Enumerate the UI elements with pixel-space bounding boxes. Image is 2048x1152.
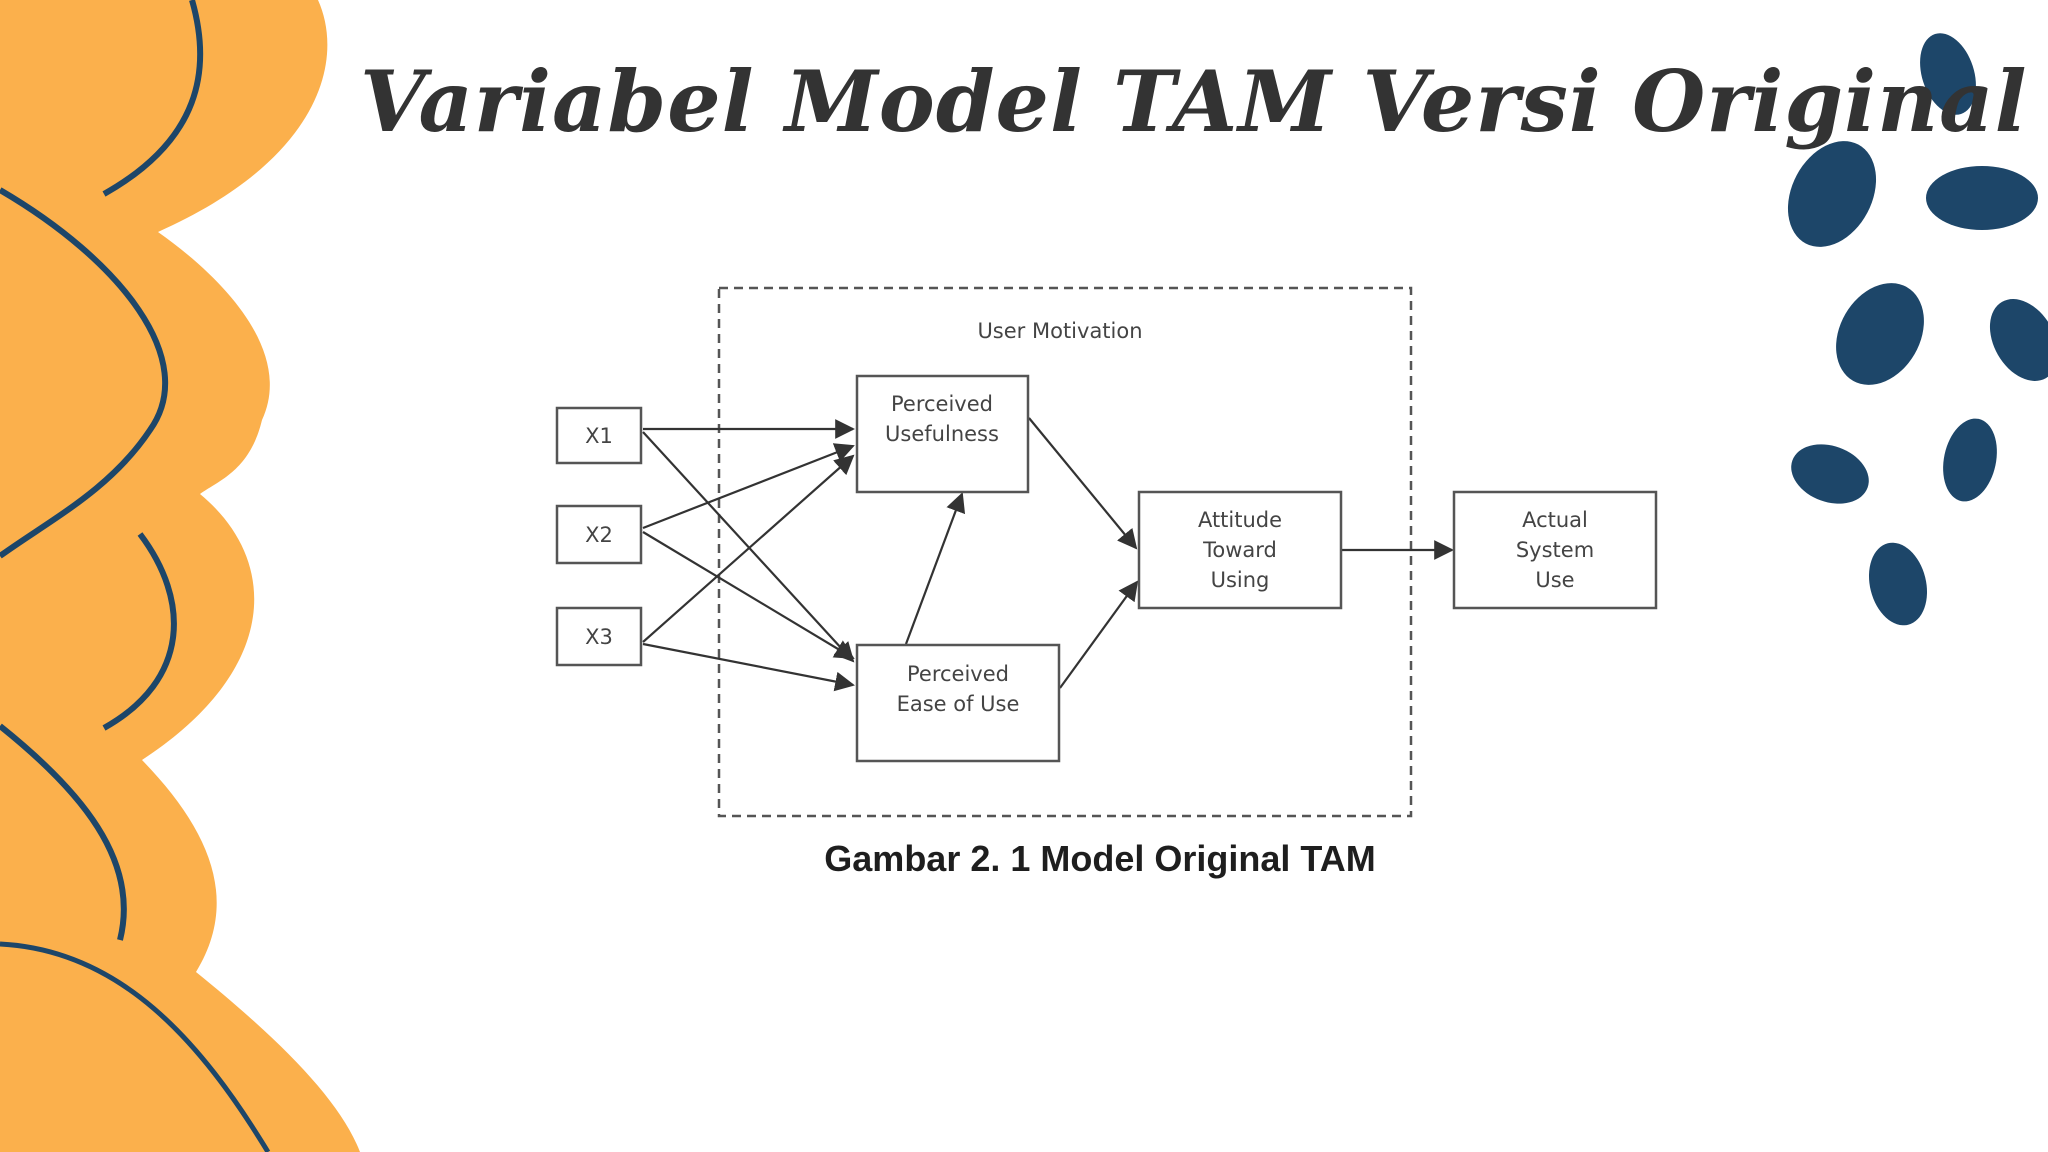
edge-x2-pu — [642, 443, 855, 530]
node-pu-label-line1: Perceived — [891, 392, 993, 416]
node-x3 — [555, 606, 643, 667]
navy-curve-1 — [102, 0, 204, 197]
navy-blob — [1943, 418, 1997, 502]
user-motivation-group — [717, 286, 1413, 818]
node-perceived-usefulness — [855, 374, 1030, 494]
navy-blob — [1989, 299, 2048, 381]
navy-blob — [1836, 283, 1924, 385]
node-x3-label: X3 — [585, 625, 613, 649]
node-asu-label-line3: Use — [1535, 568, 1574, 592]
left-wave-decoration — [0, 0, 360, 1152]
node-atu-label-line2: Toward — [1202, 538, 1277, 562]
node-pu-label-line2: Usefulness — [885, 422, 999, 446]
edge-peou-pu — [904, 492, 966, 645]
node-asu-label-line2: System — [1516, 538, 1594, 562]
edge-pu-atu — [1028, 417, 1138, 550]
navy-blob — [1868, 542, 1928, 626]
node-x1 — [555, 406, 643, 465]
navy-curve-5 — [0, 941, 271, 1152]
navy-curve-2 — [0, 187, 169, 559]
navy-curve-3 — [102, 532, 177, 731]
edge-x1-peou — [642, 431, 855, 663]
navy-blob — [1791, 444, 1869, 504]
node-perceived-ease-of-use — [855, 643, 1061, 763]
navy-blob — [1920, 33, 1976, 115]
node-x2 — [555, 504, 643, 565]
user-motivation-label: User Motivation — [977, 319, 1142, 343]
node-peou-label-line2: Ease of Use — [897, 692, 1020, 716]
edge-peou-atu — [1059, 580, 1139, 689]
edge-x3-pu — [642, 454, 855, 643]
node-x1-label: X1 — [585, 424, 613, 448]
nodes — [555, 374, 1658, 763]
slide-title: Variabel Model TAM Versi Original — [360, 52, 2028, 151]
navy-curve-4 — [0, 723, 127, 941]
node-actual-system-use — [1452, 490, 1658, 610]
node-peou-label-line1: Perceived — [907, 662, 1009, 686]
node-atu-label-line1: Attitude — [1198, 508, 1282, 532]
figure-caption: Gambar 2. 1 Model Original TAM — [824, 838, 1376, 879]
node-atu-label-line3: Using — [1211, 568, 1270, 592]
navy-blob — [1787, 141, 1877, 247]
edge-x3-peou — [642, 642, 855, 692]
node-x2-label: X2 — [585, 523, 613, 547]
node-asu-label-line1: Actual — [1522, 508, 1588, 532]
edge-x2-peou — [642, 531, 855, 660]
node-attitude-toward-using — [1137, 490, 1343, 610]
navy-blob — [1926, 166, 2038, 230]
orange-wave-shape — [0, 0, 360, 1152]
edges — [642, 417, 1454, 692]
